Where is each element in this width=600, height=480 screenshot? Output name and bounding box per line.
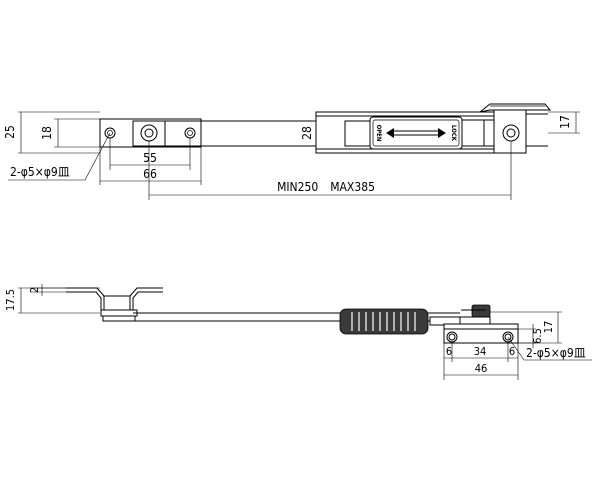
dim-label-28: 28: [300, 126, 314, 140]
dim-label-17-side: 17: [542, 321, 555, 334]
base-hole-left: [448, 333, 456, 341]
dim-28: 28: [300, 112, 317, 153]
dim-6-34-6: 6 34 6: [443, 342, 519, 380]
dim-6-5: 6.5: [518, 324, 544, 348]
dim-label-46: 46: [475, 362, 488, 375]
dim-label-17-top: 17: [558, 115, 572, 129]
dim-label-55: 55: [143, 151, 157, 165]
dim-2: 2: [28, 284, 66, 296]
dim-25: 25: [3, 111, 100, 154]
dim-label-66: 66: [143, 167, 157, 181]
dim-label-length: MIN250 MAX385: [277, 180, 375, 194]
slider-label-lock: LOCK: [450, 125, 457, 142]
side-view: 17.5 2: [4, 284, 592, 380]
dim-label-2: 2: [28, 287, 41, 293]
dim-17-side: 17: [490, 311, 562, 344]
left-mount-side: [66, 287, 163, 322]
arm-side: [133, 312, 340, 322]
pivot-inner: [144, 128, 154, 138]
right-pivot-inner: [506, 128, 516, 138]
slider-knob: [369, 116, 463, 150]
hole-note-top-label: 2-φ5×φ9皿: [10, 165, 70, 179]
dim-46: 46: [444, 362, 518, 376]
dim-label-6-right: 6: [509, 345, 515, 358]
dim-18: 18: [40, 118, 100, 148]
slider-body: OPEN LOCK: [315, 111, 495, 154]
dim-17-top: 17: [548, 111, 580, 134]
slider-label-open: OPEN: [375, 125, 382, 142]
right-bracket: [479, 103, 552, 154]
base-hole-right: [504, 333, 512, 341]
dim-label-6-5: 6.5: [531, 328, 544, 344]
hole-note-top: 2-φ5×φ9皿: [8, 132, 111, 181]
right-base-plate: [443, 323, 519, 344]
right-slider-side: [428, 304, 491, 337]
dim-55: 55: [109, 138, 191, 170]
hole-note-side-label: 2-φ5×φ9皿: [526, 346, 586, 360]
hole-note-side: 2-φ5×φ9皿: [507, 336, 592, 361]
dim-label-6-left: 6: [446, 345, 452, 358]
dim-label-17-5: 17.5: [4, 289, 17, 311]
grip-handle: [339, 308, 429, 335]
top-view: 25 18: [3, 103, 580, 200]
dim-label-25: 25: [3, 125, 17, 139]
dim-66: 66: [99, 147, 202, 185]
dim-label-18: 18: [40, 126, 54, 140]
open-lock-arrow-icon: [386, 128, 446, 138]
dim-label-34: 34: [474, 345, 487, 358]
dim-length: MIN250 MAX385: [148, 141, 512, 200]
